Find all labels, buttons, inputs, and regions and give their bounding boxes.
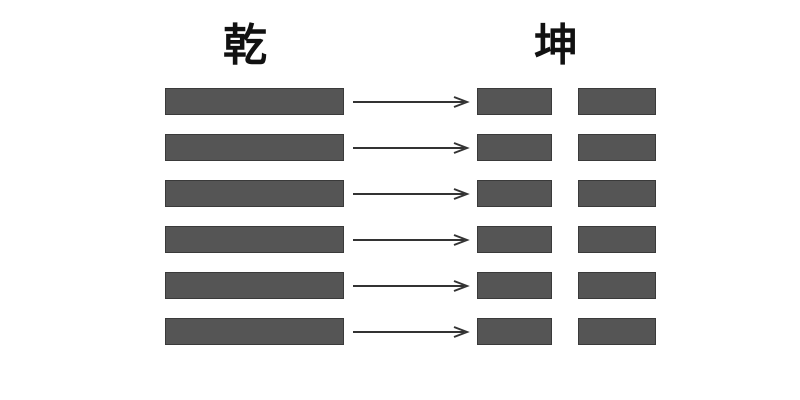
kun-yin-line-3-left [477,180,552,207]
kun-yin-line-1-right [578,88,656,115]
title-qian: 乾 [223,20,267,71]
title-kun: 坤 [534,20,578,71]
arrow-icon [353,141,470,154]
qian-yang-line-2 [165,134,344,161]
qian-yang-line-6 [165,318,344,345]
kun-yin-line-5-right [578,272,656,299]
arrow-icon [353,279,470,292]
qian-yang-line-3 [165,180,344,207]
arrow-icon [353,95,470,108]
qian-yang-line-4 [165,226,344,253]
qian-yang-line-1 [165,88,344,115]
arrow-icon [353,187,470,200]
kun-yin-line-6-left [477,318,552,345]
qian-yang-line-5 [165,272,344,299]
kun-yin-line-2-right [578,134,656,161]
kun-yin-line-4-left [477,226,552,253]
kun-yin-line-4-right [578,226,656,253]
kun-yin-line-1-left [477,88,552,115]
arrow-icon [353,233,470,246]
kun-yin-line-3-right [578,180,656,207]
kun-yin-line-6-right [578,318,656,345]
kun-yin-line-2-left [477,134,552,161]
kun-yin-line-5-left [477,272,552,299]
arrow-icon [353,325,470,338]
